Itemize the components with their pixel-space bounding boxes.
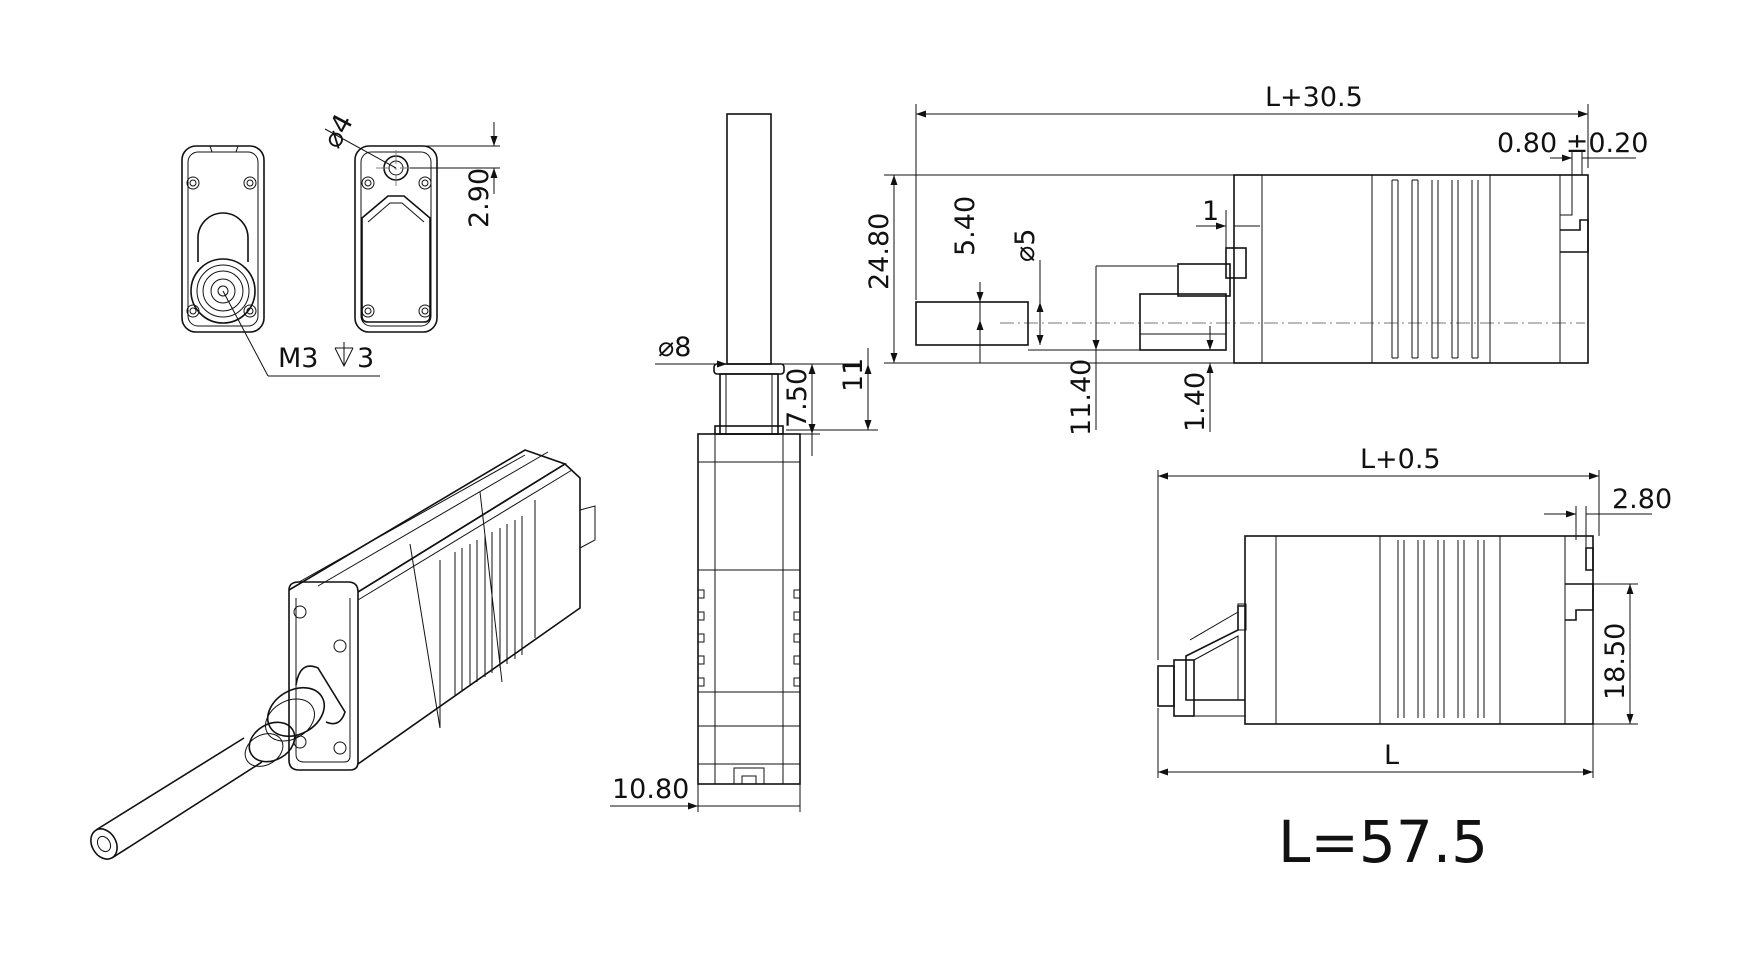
phi4-label: ⌀4: [317, 109, 360, 153]
d10-80-label: 10.80: [612, 774, 689, 805]
d0-80-label: 0.80 ±0.20: [1497, 128, 1648, 159]
L-label: L: [1384, 740, 1399, 771]
L-plus-0-5-label: L+0.5: [1360, 444, 1441, 475]
top-view-ribs: [1391, 179, 1479, 359]
d11-label: 11: [838, 358, 869, 392]
d18-50-label: 18.50: [1600, 623, 1631, 700]
m3-thread-label: M3: [278, 343, 318, 374]
phi5-label: ⌀5: [1010, 229, 1041, 262]
horizontal-view-bottom: L+0.5 2.80 18.50 L: [1157, 444, 1672, 778]
m3-depth-label: 3: [357, 343, 374, 374]
front-end-view: M3 3: [181, 145, 380, 377]
d5-40-label: 5.40: [950, 196, 981, 256]
d24-80-label: 24.80: [864, 213, 895, 290]
phi8-label: ⌀8: [658, 332, 691, 363]
horizontal-view-top: L+30.5 0.80 ±0.20 1 24.80 5.40 ⌀5 11.40: [864, 82, 1648, 436]
d7-50-label: 7.50: [782, 368, 813, 428]
bottom-view-ribs: [1397, 540, 1485, 718]
cooling-ribs: [454, 516, 523, 695]
d2-80-label: 2.80: [1612, 484, 1672, 515]
d1-40-label: 1.40: [1180, 372, 1211, 432]
L-plus-30-5-label: L+30.5: [1265, 82, 1363, 113]
d11-40-label: 11.40: [1066, 359, 1097, 436]
rear-end-view: ⌀4 2.90: [317, 109, 500, 333]
side-ribs: [698, 589, 800, 687]
isometric-view: [90, 449, 596, 860]
d1-label: 1: [1202, 196, 1219, 227]
length-formula: L=57.5: [1278, 808, 1488, 876]
vertical-side-view: ⌀8 7.50 11 10.80: [610, 113, 878, 812]
d2-90-label: 2.90: [464, 168, 495, 228]
